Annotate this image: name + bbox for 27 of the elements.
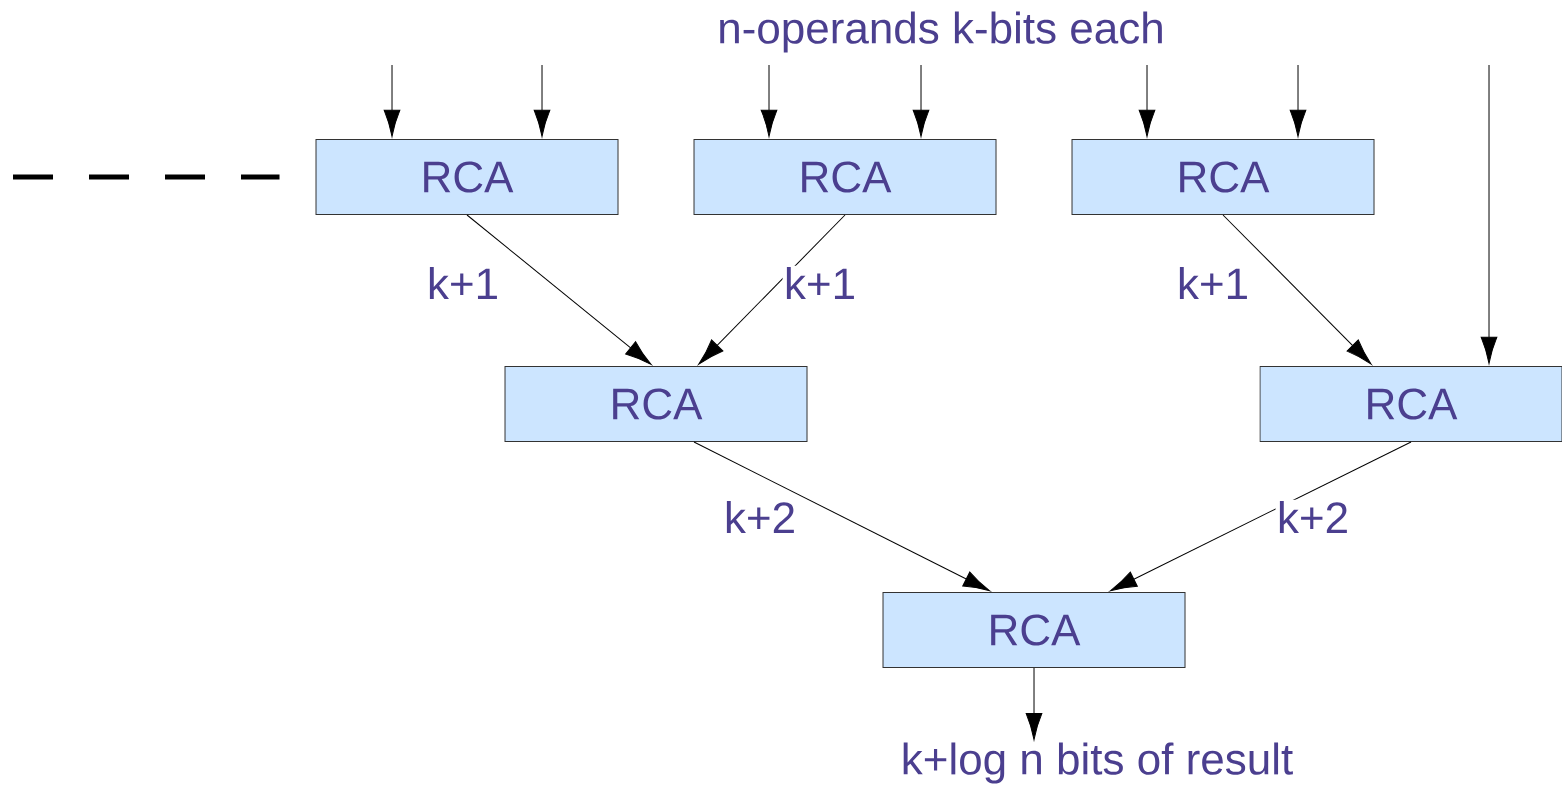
process-box: RCA (504, 366, 808, 442)
edge-label: k+2 (1275, 499, 1351, 535)
arrow (1480, 64, 1498, 364)
arrow (1109, 441, 1412, 592)
arrow (698, 214, 846, 365)
arrow (693, 441, 991, 592)
dashed-line (13, 174, 280, 180)
arrow (1138, 64, 1156, 137)
result-label: k+log n bits of result (903, 742, 1293, 784)
edge-label: k+2 (722, 499, 798, 535)
edge-label: k+1 (782, 265, 858, 301)
arrow (466, 214, 652, 365)
arrow (1222, 214, 1372, 365)
process-box: RCA (1259, 366, 1562, 442)
arrow (912, 64, 930, 137)
arrow (383, 64, 401, 137)
process-box: RCA (693, 139, 997, 215)
process-box: RCA (882, 592, 1186, 668)
process-box: RCA (315, 139, 619, 215)
arrow (1289, 64, 1307, 137)
edge-label: k+1 (425, 265, 501, 301)
arrow (760, 64, 778, 137)
arrow (533, 64, 551, 137)
edge-label: k+1 (1175, 265, 1251, 301)
arrow (1025, 667, 1043, 741)
title: n-operands k-bits each (720, 11, 1162, 53)
process-box: RCA (1071, 139, 1375, 215)
